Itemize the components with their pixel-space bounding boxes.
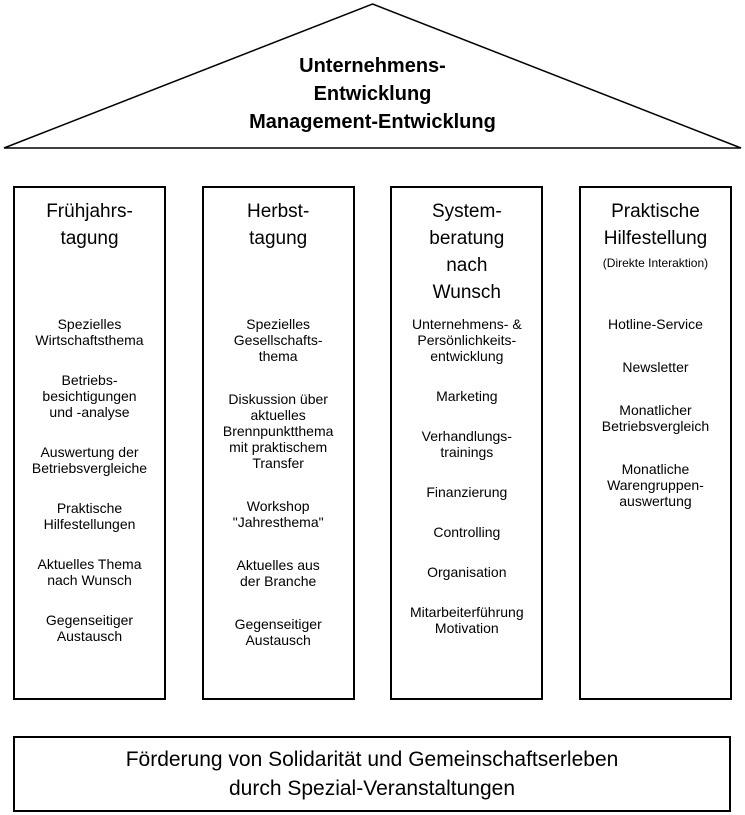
pillar-title: Herbst- tagung [247, 201, 310, 249]
pillar-item: Mitarbeiterführung Motivation [410, 604, 524, 636]
pillar-title: Frühjahrs- tagung [46, 201, 133, 249]
pillar-item: Verhandlungs- trainings [421, 428, 512, 460]
pillar-praktische-hilfestellung: Praktische Hilfestellung (Direkte Intera… [578, 186, 732, 700]
pillar-item: Newsletter [622, 359, 689, 375]
pillar-title-block: System- beratung nach Wunsch [392, 188, 541, 316]
pillar-herbsttagung: Herbst- tagung Spezielles Gesellschafts-… [201, 186, 355, 700]
pillar-item: Aktuelles Thema nach Wunsch [37, 556, 142, 588]
pillar-items: Unternehmens- & Persönlichkeits- entwick… [392, 316, 541, 636]
pillar-title-block: Praktische Hilfestellung (Direkte Intera… [581, 188, 730, 316]
pillar-item: Marketing [436, 388, 498, 404]
roof-title: Unternehmens- Entwicklung Management-Ent… [249, 55, 496, 133]
pillar-title: Praktische Hilfestellung [603, 201, 708, 249]
foundation-text: Förderung von Solidarität und Gemeinscha… [125, 748, 619, 800]
pillar-item: Spezielles Wirtschaftsthema [35, 316, 144, 348]
pillar-item: Gegenseitiger Austausch [234, 616, 322, 648]
pillar-title-block: Frühjahrs- tagung [15, 188, 164, 316]
pillar-item: Controlling [433, 524, 501, 540]
pillar-item: Workshop "Jahresthema" [232, 498, 324, 530]
pillar-fruehjahrstagung: Frühjahrs- tagung Spezielles Wirtschafts… [13, 186, 166, 700]
pillar-systemberatung: System- beratung nach Wunsch Unternehmen… [390, 186, 544, 700]
pillar-item: Organisation [427, 564, 507, 580]
pillars-row: Frühjahrs- tagung Spezielles Wirtschafts… [13, 186, 732, 700]
roof-triangle [3, 3, 742, 149]
pillar-item: Monatlicher Betriebsvergleich [601, 402, 710, 434]
pillar-item: Gegenseitiger Austausch [45, 612, 134, 644]
pillar-item: Praktische Hilfestellungen [43, 500, 136, 532]
pillar-title: System- beratung nach Wunsch [429, 201, 505, 303]
pillar-items: Hotline-Service Newsletter Monatlicher B… [581, 316, 730, 509]
pillar-item: Spezielles Gesellschafts- thema [233, 316, 323, 364]
pillar-items: Spezielles Gesellschafts- thema Diskussi… [204, 316, 353, 648]
pillar-item: Monatliche Warengruppen- auswertung [607, 461, 704, 509]
pillar-item: Finanzierung [426, 484, 508, 500]
pillar-title-block: Herbst- tagung [204, 188, 353, 316]
pillar-item: Betriebs- besichtigungen und -analyse [42, 372, 137, 420]
pillar-items: Spezielles Wirtschaftsthema Betriebs- be… [15, 316, 164, 644]
pillar-item: Diskussion über aktuelles Brennpunktthem… [222, 391, 334, 471]
pillar-subtitle: (Direkte Interaktion) [602, 256, 709, 270]
foundation-bar: Förderung von Solidarität und Gemeinscha… [13, 736, 731, 812]
pillar-item: Auswertung der Betriebsvergleiche [31, 444, 148, 476]
pillar-item: Hotline-Service [608, 316, 703, 332]
pillar-item: Aktuelles aus der Branche [236, 557, 320, 589]
pillar-item: Unternehmens- & Persönlichkeits- entwick… [411, 316, 522, 364]
